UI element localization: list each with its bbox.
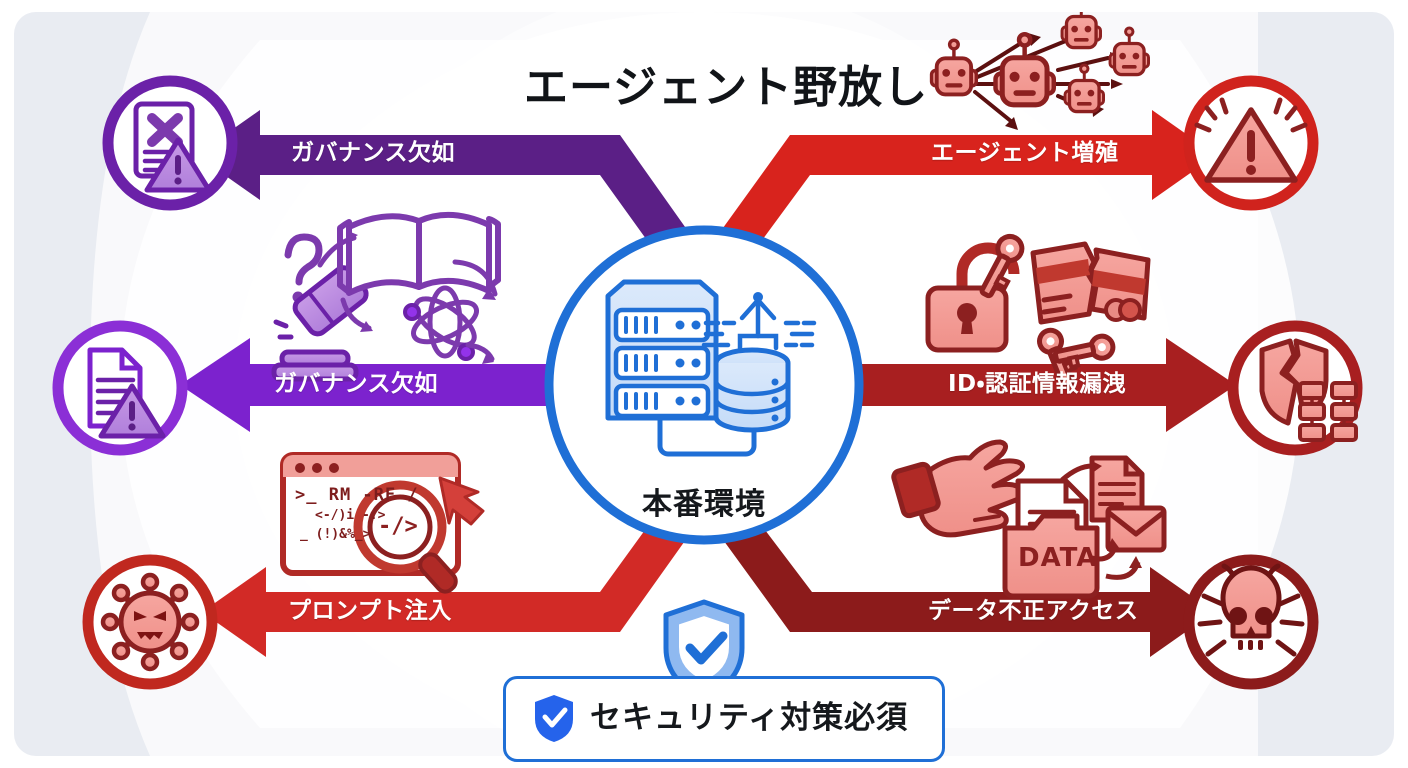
robot-swarm-icon bbox=[929, 12, 1151, 130]
band-label-credential-leak: ID・認証情報漏洩 bbox=[948, 371, 1126, 397]
magnifier-code-glyph: -/> bbox=[378, 514, 418, 539]
shield-check-icon bbox=[532, 693, 576, 743]
node-governance-mid[interactable] bbox=[52, 320, 188, 456]
terminal-garbled-line-2: _ (!)&%_> bbox=[300, 527, 371, 542]
terminal-garbled-line-1: <-/)i -.> bbox=[315, 508, 386, 523]
node-credential-leak[interactable] bbox=[1227, 320, 1363, 456]
node-governance-top[interactable] bbox=[102, 75, 238, 211]
page-title: エージェント野放し bbox=[524, 62, 929, 113]
arrow-governance-mid bbox=[180, 338, 620, 432]
terminal-rmrf-icon bbox=[280, 452, 485, 594]
hub-node[interactable] bbox=[544, 225, 864, 545]
server-database-icon bbox=[605, 279, 817, 457]
arrow-prompt-injection bbox=[202, 468, 724, 657]
band-label-governance-top: ガバナンス欠如 bbox=[291, 140, 456, 166]
band-label-prompt-injection: プロンプト注入 bbox=[288, 598, 452, 624]
band-label-data-breach: データ不正アクセス bbox=[928, 598, 1139, 624]
hub-label: 本番環境 bbox=[642, 487, 766, 522]
terminal-command-line: >_ RM -RF / bbox=[295, 485, 419, 505]
node-data-breach[interactable] bbox=[1183, 554, 1319, 690]
shield-check-badge-icon bbox=[663, 599, 745, 701]
node-prompt-injection[interactable] bbox=[82, 554, 218, 690]
band-label-governance-mid: ガバナンス欠如 bbox=[274, 371, 439, 397]
security-cta-banner[interactable]: セキュリティ対策必須 bbox=[503, 676, 946, 762]
gavel-book-atom-icon bbox=[271, 211, 501, 382]
arrow-credential-leak bbox=[790, 338, 1236, 432]
arrow-data-breach bbox=[684, 468, 1214, 657]
virus-angry-icon bbox=[100, 572, 200, 672]
padlock-keys-card-icon bbox=[925, 233, 1151, 389]
security-cta-label: セキュリティ対策必須 bbox=[590, 699, 909, 736]
band-label-agent-proliferation: エージェント増殖 bbox=[931, 140, 1119, 166]
arrow-agent-proliferation bbox=[684, 110, 1216, 300]
document-warning-icon bbox=[87, 347, 166, 439]
alert-triangle-icon bbox=[1194, 97, 1308, 183]
broken-shield-firewall-icon bbox=[1259, 338, 1358, 442]
arrow-governance-top bbox=[196, 110, 724, 300]
folder-data-label: DATA bbox=[1018, 543, 1098, 573]
document-x-warning-icon bbox=[133, 101, 212, 193]
hand-data-folder-icon bbox=[891, 439, 1167, 599]
skull-bug-icon bbox=[1197, 563, 1305, 657]
node-agent-proliferation[interactable] bbox=[1183, 75, 1319, 211]
